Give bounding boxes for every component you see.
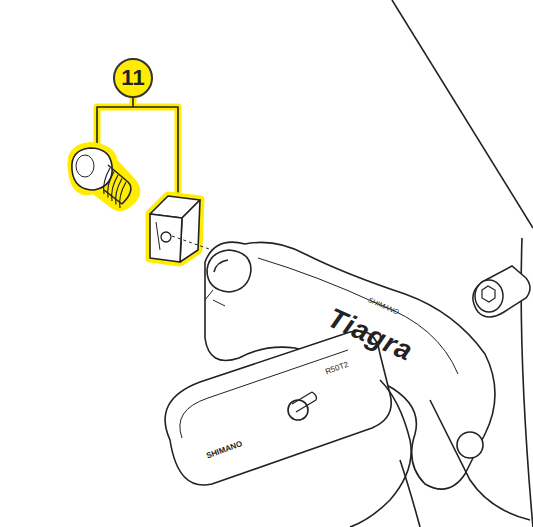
callout-circle: 11 [113, 58, 153, 98]
callout-number: 11 [121, 65, 144, 91]
